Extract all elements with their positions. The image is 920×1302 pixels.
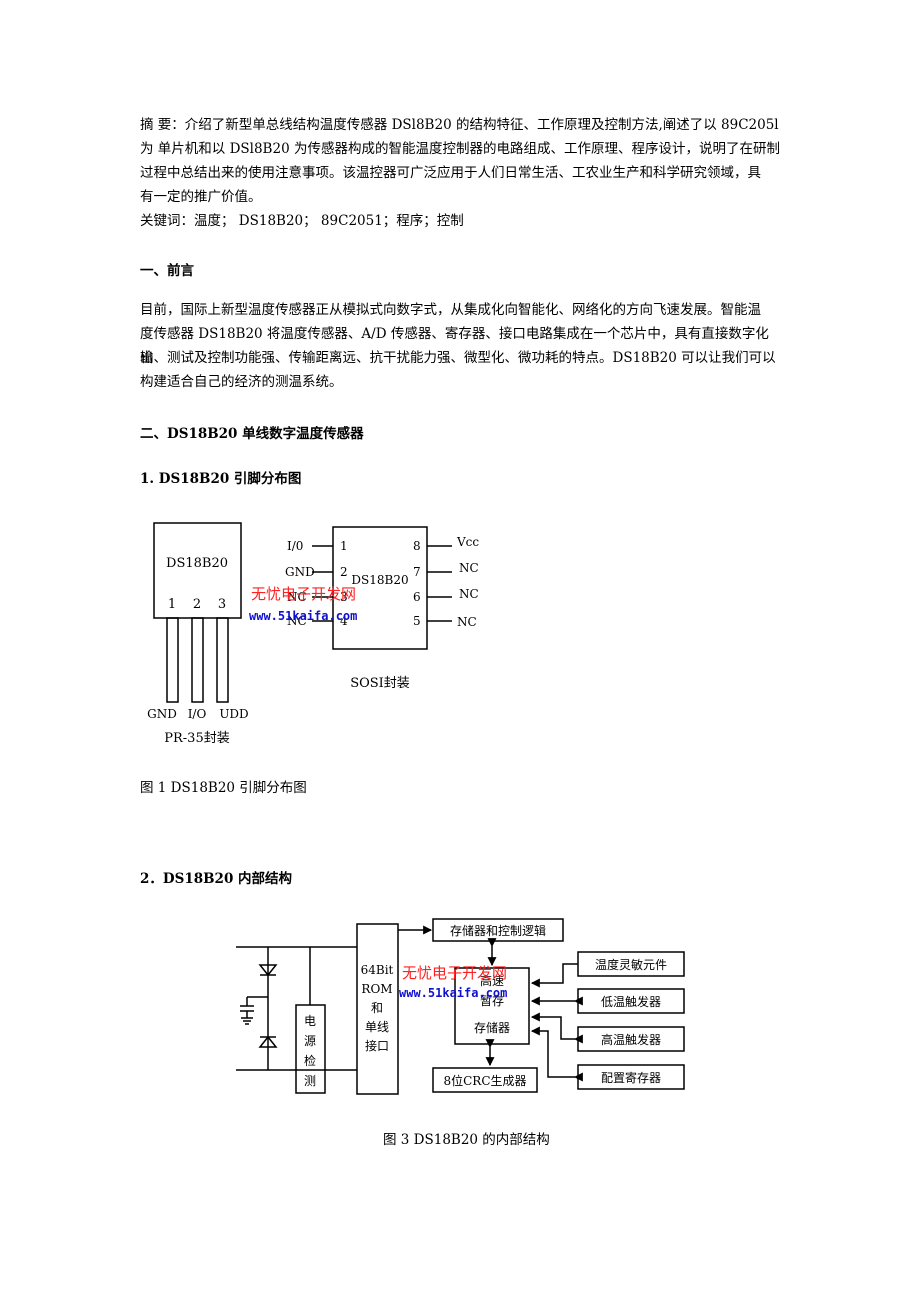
power-detect-char-4: 测 [304, 1074, 316, 1088]
scratchpad-line-1: 高速 [480, 973, 504, 988]
sosi-left-pin-number-4: 4 [340, 614, 348, 628]
sosi-right-pin-number-7: 7 [413, 565, 421, 579]
sosi-package-label: SOSI封装 [350, 676, 410, 691]
high-trigger-label: 高温触发器 [601, 1032, 661, 1047]
low-trigger-label: 低温触发器 [601, 994, 661, 1009]
sosi-left-pin-name-1: I/0 [287, 539, 303, 553]
sosi-right-pin-number-8: 8 [413, 539, 421, 553]
pr35-pin-number-2: 2 [193, 597, 201, 612]
pr35-leg-2 [191, 617, 204, 703]
rom-line-2: ROM [361, 982, 392, 996]
pr35-pin-name-gnd: GND [147, 707, 177, 721]
sosi-left-pin-name-2: GND [285, 565, 315, 579]
preface-line-2: 度传感器 DS18B20 将温度传感器、A/D 传感器、寄存器、接口电路集成在一… [140, 326, 769, 366]
preface-line-1: 目前，国际上新型温度传感器正从模拟式向数字式，从集成化向智能化、网络化的方向飞速… [140, 302, 761, 318]
abstract-line-2: 为 单片机和以 DSl8B20 为传感器构成的智能温度控制器的电路组成、工作原理… [140, 141, 780, 157]
temp-sensor-label: 温度灵敏元件 [595, 957, 667, 972]
pr35-package-label: PR-35封装 [164, 731, 229, 746]
pr35-chip-label: DS18B20 [166, 556, 228, 571]
section-heading-sensor: 二、DS18B20 单线数字温度传感器 [140, 426, 364, 442]
figure3-watermark-cn: 无忧电子开发网 [402, 964, 507, 982]
sosi-left-pin-name-3: NC [287, 590, 307, 604]
power-detect-char-1: 电 [304, 1014, 316, 1028]
rom-line-5: 接口 [365, 1038, 389, 1053]
pin-diagram-figure: DS18B20 1 2 3 GND I/O UDD PR-35封装 DS18B2… [147, 522, 479, 746]
scratchpad-line-3: 存储器 [474, 1020, 510, 1035]
sosi-left-pin-number-3: 3 [340, 590, 348, 604]
pr35-pin-number-3: 3 [218, 597, 226, 612]
sosi-left-pin-number-2: 2 [340, 565, 348, 579]
rom-line-3: 和 [371, 1001, 383, 1015]
crc-label: 8位CRC生成器 [443, 1073, 526, 1088]
memory-logic-box [432, 918, 564, 942]
sosi-left-pin-number-1: 1 [340, 539, 348, 553]
power-detect-box [295, 1004, 326, 1094]
rom-line-1: 64Bit [361, 963, 394, 977]
preface-line-3: 出、测试及控制功能强、传输距离远、抗干扰能力强、微型化、微功耗的特点。DS18B… [140, 350, 776, 366]
pr35-pin-name-udd: UDD [219, 707, 248, 721]
abstract-line-4: 有一定的推广价值。 [140, 189, 262, 205]
sosi-left-pin-name-4: NC [287, 614, 307, 628]
sosi-right-pin-number-5: 5 [413, 614, 421, 628]
section-heading-preface: 一、前言 [140, 263, 194, 279]
sosi-right-pin-number-6: 6 [413, 590, 421, 604]
pr35-pin-name-io: I/O [188, 707, 207, 721]
abstract-line-3: 过程中总结出来的使用注意事项。该温控器可广泛应用于人们日常生活、工农业生产和科学… [140, 165, 761, 181]
preface-line-4: 构建适合自己的经济的测温系统。 [140, 374, 343, 390]
keywords: 关键词：温度； DS18B20； 89C2051；程序；控制 [140, 213, 464, 229]
figure3-watermark-url: www.51kaifa.com [399, 986, 507, 1000]
pr35-leg-3 [216, 617, 229, 703]
internal-structure-figure: 电 源 检 测 64Bit ROM 和 单线 接口 存储器和控制逻辑 高速 暂存… [236, 918, 685, 1095]
rom-interface-box [356, 923, 399, 1095]
sosi-right-pin-name-6: NC [459, 587, 479, 601]
pr35-pin-number-1: 1 [168, 597, 176, 612]
power-detect-char-2: 源 [304, 1034, 316, 1048]
sosi-right-pin-name-5: NC [457, 615, 477, 629]
sosi-right-pin-name-vcc: Vcc [456, 535, 479, 549]
rom-line-4: 单线 [365, 1020, 389, 1034]
sosi-right-pin-name-7: NC [459, 561, 479, 575]
scratchpad-line-2: 暂存 [480, 994, 504, 1008]
sosi-chip-label: DS18B20 [351, 573, 408, 587]
figure1-watermark-url: www.51kaifa.com [249, 609, 357, 623]
sosi-body [332, 526, 428, 650]
figure3-caption: 图 3 DS18B20 的内部结构 [383, 1132, 550, 1148]
abstract-line-1: 摘 要：介绍了新型单总线结构温度传感器 DSl8B20 的结构特征、工作原理及控… [140, 117, 779, 133]
subheading-pin-diagram: 1. DS18B20 引脚分布图 [140, 471, 302, 487]
pr35-leg-1 [166, 617, 179, 703]
figure1-caption: 图 1 DS18B20 引脚分布图 [140, 780, 307, 796]
config-reg-label: 配置寄存器 [601, 1070, 661, 1085]
figure1-watermark-cn: 无忧电子开发网 [251, 585, 356, 603]
power-detect-char-3: 检 [304, 1053, 316, 1068]
memory-logic-label: 存储器和控制逻辑 [450, 923, 546, 938]
subheading-internal-structure: 2．DS18B20 内部结构 [140, 871, 293, 887]
